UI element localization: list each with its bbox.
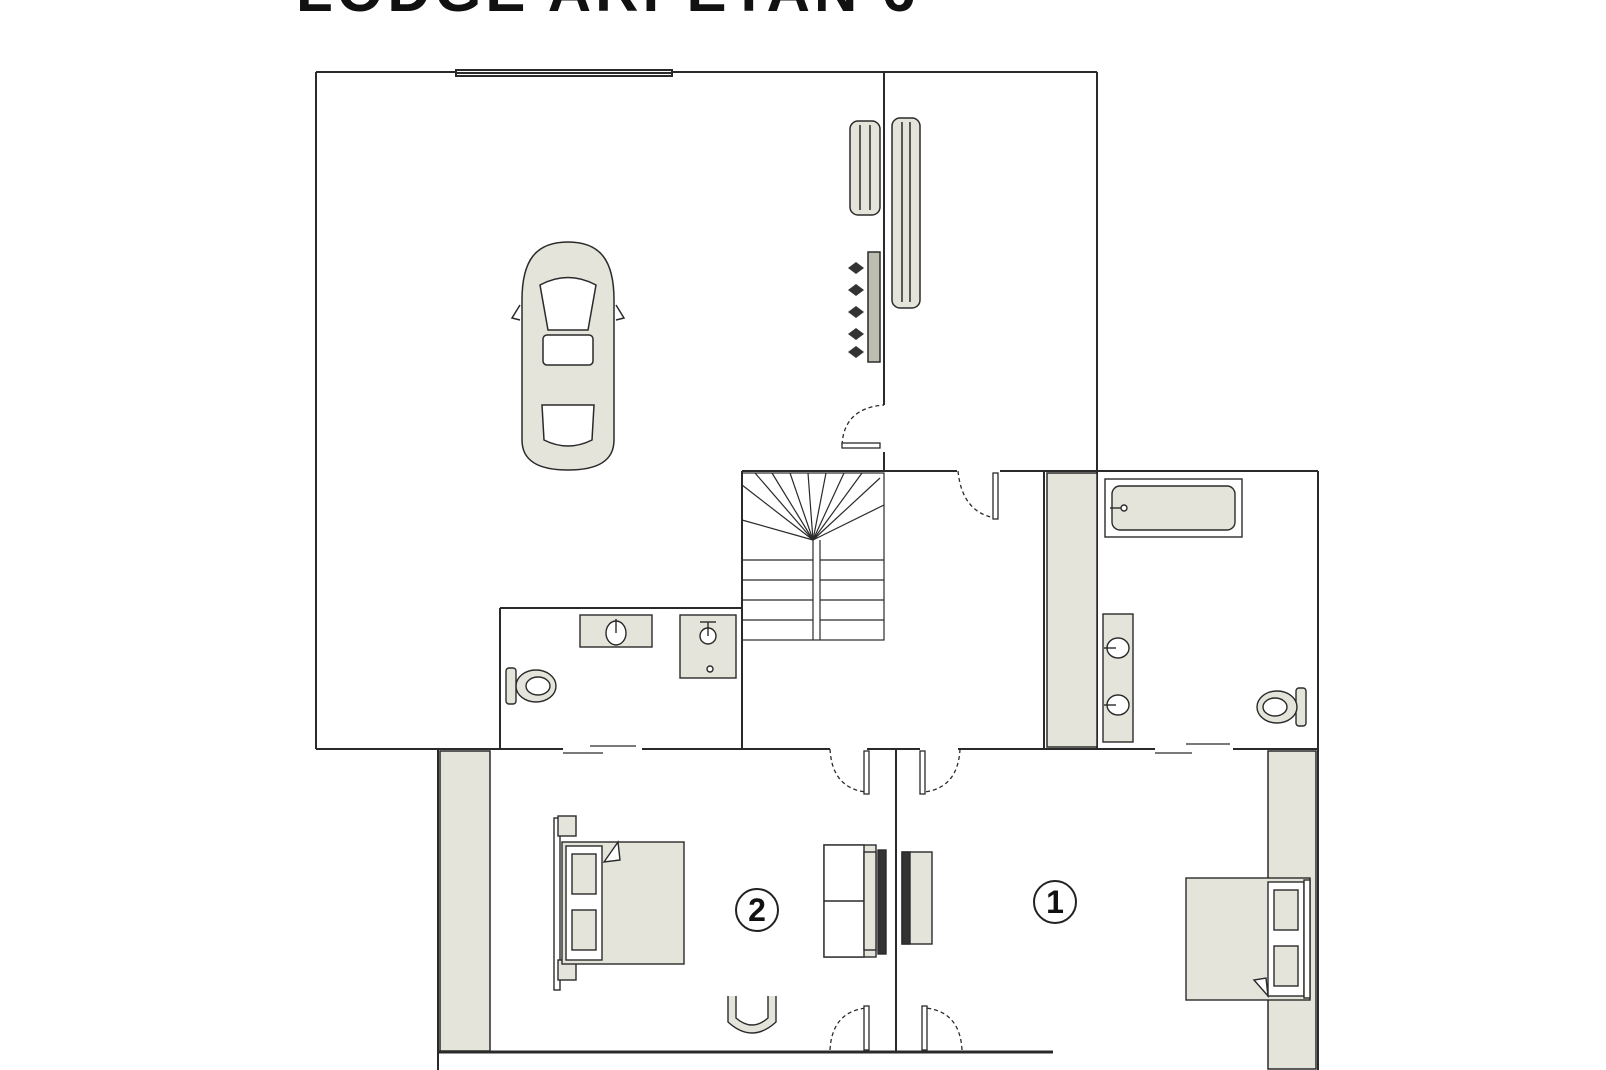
- staircase-icon: [741, 472, 885, 641]
- ski-boots-icon: [848, 262, 864, 358]
- double-sink-icon: [1102, 613, 1134, 743]
- exterior-walls: [315, 71, 1319, 1070]
- wardrobe-room2-strip: [439, 750, 491, 1052]
- plan-title: LODGE ARPETAN 6: [296, 0, 919, 25]
- room-number-2: 2: [735, 888, 779, 932]
- wardrobe-bathroom-strip: [1046, 472, 1098, 748]
- bed-icon: [553, 815, 685, 991]
- car-icon: [510, 241, 626, 471]
- sofa-icon: [823, 844, 877, 958]
- door-room1-top: [919, 748, 961, 795]
- door-hall: [957, 470, 999, 520]
- tv-icon: [877, 849, 887, 955]
- ski-rack-icon: [849, 117, 921, 363]
- bathtub-icon: [1104, 478, 1243, 538]
- tv-icon: [901, 851, 933, 945]
- bed-icon: [1185, 877, 1311, 1001]
- sliding-door-bath: [1155, 743, 1230, 754]
- door-room1-bottom: [921, 1005, 963, 1051]
- door-room2-top: [829, 748, 870, 795]
- shower-icon: [679, 614, 737, 679]
- sink-icon: [579, 614, 653, 648]
- sliding-door-wc: [563, 745, 636, 754]
- door-room2-bottom: [829, 1005, 870, 1051]
- toilet-icon: [1256, 687, 1307, 727]
- room-number-1: 1: [1033, 880, 1077, 924]
- toilet-icon: [505, 667, 557, 705]
- armchair-icon: [727, 996, 777, 1034]
- door-garage: [841, 404, 885, 449]
- garage-window: [455, 69, 673, 77]
